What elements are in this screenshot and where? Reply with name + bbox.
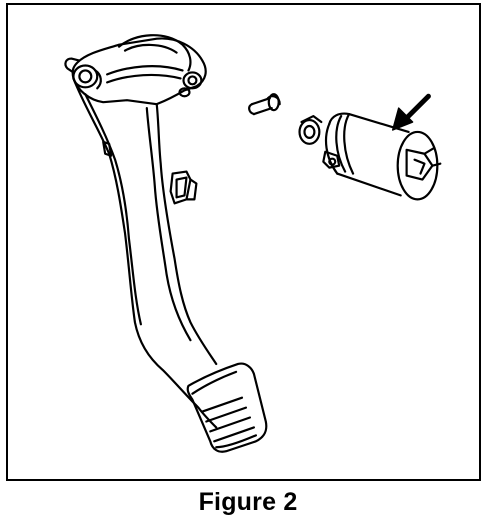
figure-caption: Figure 2 <box>198 488 298 516</box>
pedal-arm <box>71 34 218 429</box>
figure-frame <box>6 3 481 481</box>
pedal-pad <box>186 362 268 453</box>
pedal-assembly-illustration <box>64 34 442 453</box>
bracket-bushing <box>178 71 203 98</box>
indicator-arrow <box>391 93 431 131</box>
position-switch <box>298 112 442 201</box>
retaining-pin <box>248 93 281 116</box>
pivot-bolt <box>64 57 102 90</box>
